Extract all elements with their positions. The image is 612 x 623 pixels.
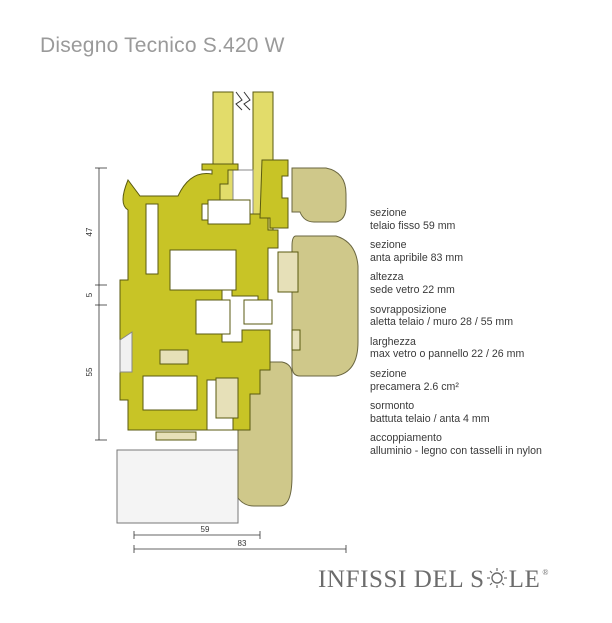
chamber-right [243,299,273,325]
brand-logo: INFISSI DEL S LE® [318,566,549,594]
spec-label: sezione [370,207,407,219]
dim-vertical-mid: 5 [85,292,94,297]
spec-item: larghezza max vetro o pannello 22 / 26 m… [370,336,605,361]
gasket-2 [215,377,239,419]
dim-vertical-bottom: 55 [85,367,94,376]
spec-value: anta apribile 83 mm [370,251,464,264]
spec-value: precamera 2.6 cm² [370,380,459,393]
spec-list: sezione telaio fisso 59 mm sezione anta … [370,207,605,465]
spec-item: sezione telaio fisso 59 mm [370,207,605,232]
spec-value: sede vetro 22 mm [370,283,455,296]
spec-value: battuta telaio / anta 4 mm [370,412,490,425]
gasket-4 [159,349,189,365]
spec-value: max vetro o pannello 22 / 26 mm [370,348,525,361]
spec-value: telaio fisso 59 mm [370,219,456,232]
spec-label: larghezza [370,335,416,348]
page-title: Disegno Tecnico S.420 W [40,34,285,57]
glass-seat [207,199,251,225]
aluminium-sash [259,159,289,229]
spec-value: alluminio - legno con tasselli in nylon [370,444,542,457]
inner-seal [119,331,133,373]
spec-label: sezione [370,367,407,380]
chamber-upper [169,249,237,291]
spec-item: sezione anta apribile 83 mm [370,239,605,264]
spec-item: altezza sede vetro 22 mm [370,271,605,296]
sun-icon [486,568,507,588]
spec-item: sovrapposizione aletta telaio / muro 28 … [370,304,605,329]
gasket-3 [291,329,301,351]
wood-sash [291,235,359,377]
chamber-lower [142,375,198,411]
dim-horizontal-outer: 83 [238,539,247,548]
spec-label: sezione [370,239,407,252]
spec-item: accoppiamento alluminio - legno con tass… [370,432,605,457]
spec-label: sovrapposizione [370,303,447,316]
spec-label: accoppiamento [370,432,442,445]
brand-text-1: INFISSI DEL S [318,566,485,593]
spec-item: sormonto battuta telaio / anta 4 mm [370,400,605,425]
spec-value: aletta telaio / muro 28 / 55 mm [370,316,514,329]
chamber-mid [195,299,231,335]
gasket-1 [277,251,299,293]
chamber-left [145,203,159,275]
spec-label: altezza [370,271,404,284]
brand-text-2: LE [508,566,541,593]
spec-item: sezione precamera 2.6 cm² [370,368,605,393]
spec-label: sormonto [370,400,415,413]
dim-horizontal-inner: 59 [201,525,210,534]
gasket-5 [155,431,197,441]
wood-cover-upper [291,167,347,223]
registered-mark: ® [542,568,550,577]
sill-block [116,449,239,524]
dim-vertical-top: 47 [85,227,94,236]
